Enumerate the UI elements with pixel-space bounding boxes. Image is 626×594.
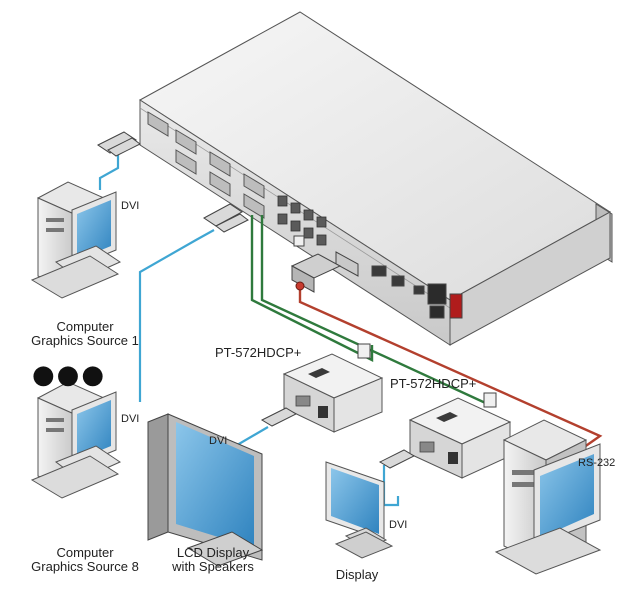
db9-connector: [290, 253, 342, 293]
computer-source-1: [30, 181, 122, 299]
lcd-display: [147, 413, 264, 567]
pt-left-label: PT-572HDCP+: [215, 345, 302, 360]
rj45-plugs: [293, 235, 497, 408]
display-monitor: [325, 461, 394, 559]
source-8-line1: Computer: [56, 545, 114, 560]
control-computer: [494, 419, 602, 575]
dvi-label-display: DVI: [389, 519, 408, 531]
rs232-label: RS-232: [578, 457, 616, 469]
source-8-caption: Computer Graphics Source 8: [10, 546, 160, 573]
lcd-caption: LCD Display with Speakers: [158, 546, 268, 573]
lcd-line1: LCD Display: [176, 545, 250, 560]
display-caption: Display: [335, 567, 379, 582]
cat5-cable-2: [260, 215, 493, 408]
pt-right-label: PT-572HDCP+: [390, 376, 477, 391]
rack-dvi-ports: [147, 111, 265, 219]
computer-source-8: [30, 381, 122, 499]
lcd-line2: with Speakers: [172, 558, 254, 574]
rs232-cable: [298, 287, 603, 451]
pt-572-transmitter-right: [378, 397, 512, 479]
dvi-label-source-8: DVI: [121, 413, 140, 425]
ellipsis: ●●●: [32, 360, 107, 390]
cat5-cable-1: [250, 215, 374, 362]
dvi-plugs: [97, 131, 249, 233]
rack-control-ports: [335, 251, 463, 319]
source-8-line2: Graphics Source 8: [31, 558, 139, 574]
dvi-label-lcd: DVI: [209, 435, 228, 447]
source-1-line1: Computer: [56, 319, 114, 334]
source-1-caption: Computer Graphics Source 1: [10, 320, 160, 347]
pt-572-transmitter-left: [260, 353, 384, 433]
dvi-label-source-1: DVI: [121, 200, 140, 212]
source-1-line2: Graphics Source 1: [31, 332, 139, 348]
rack-rj45-ports: [277, 195, 327, 246]
